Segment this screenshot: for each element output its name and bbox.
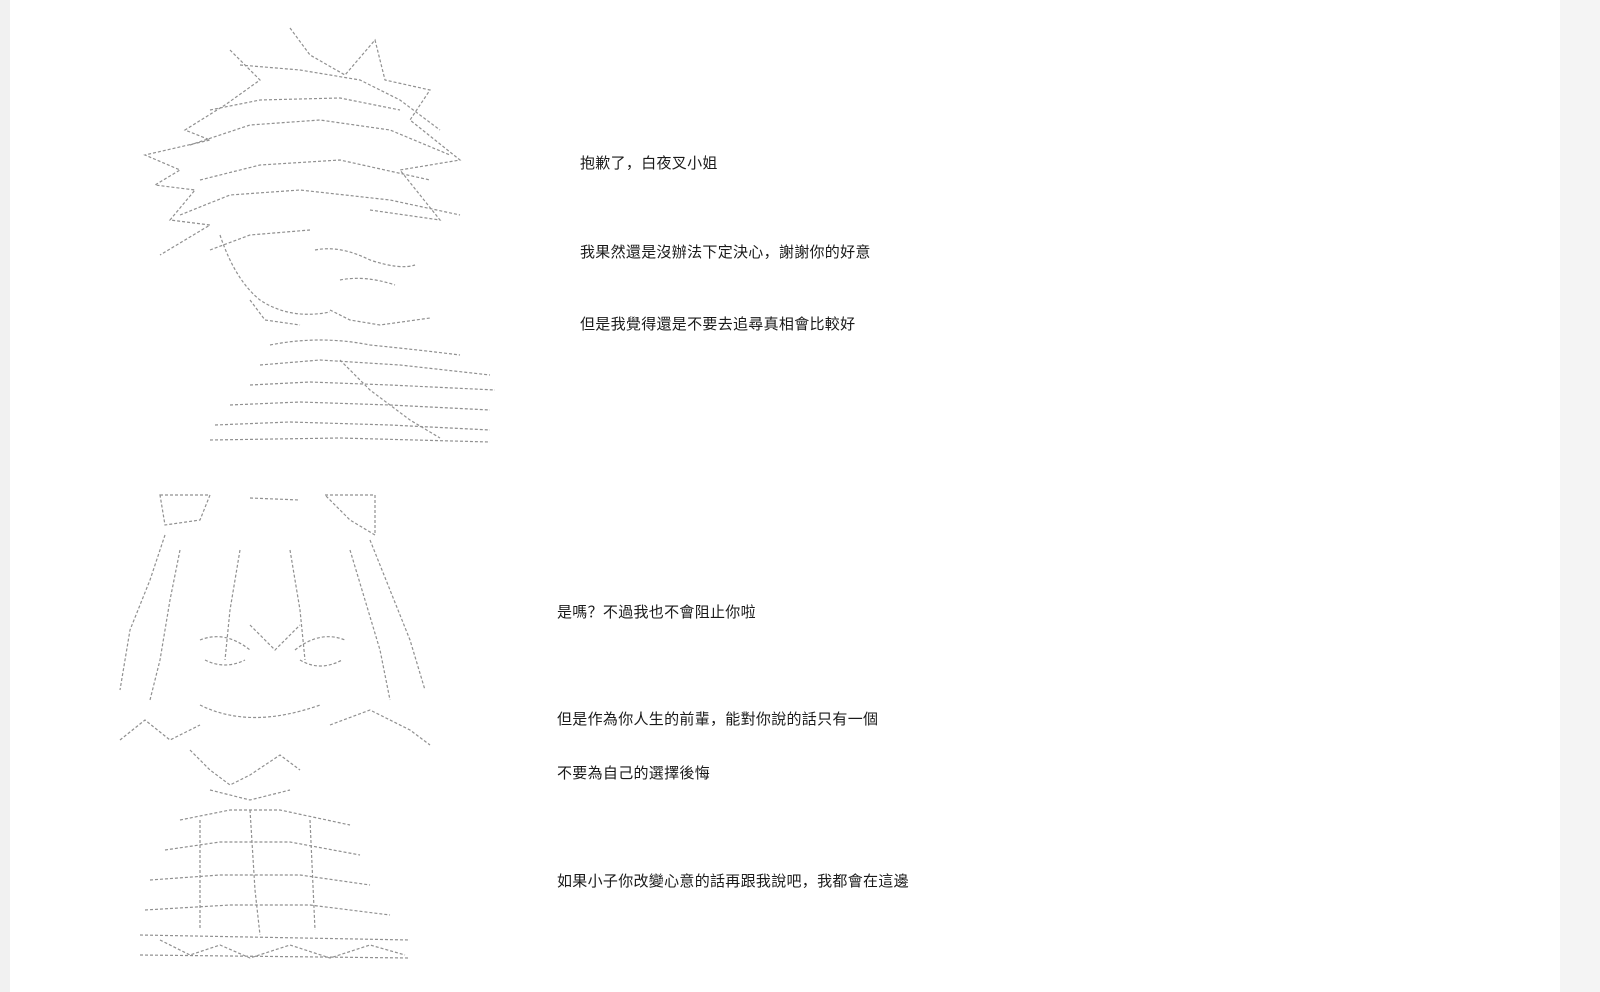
left-margin [0, 0, 10, 992]
dialogue-line-1: 抱歉了，白夜叉小姐 [580, 154, 718, 172]
character-art-1 [140, 20, 510, 445]
dialogue-line-5: 但是作為你人生的前輩，能對你說的話只有一個 [557, 710, 879, 728]
dialogue-line-6: 不要為自己的選擇後悔 [557, 764, 711, 782]
dialogue-line-3: 但是我覺得還是不要去追尋真相會比較好 [580, 315, 856, 333]
right-margin [1560, 0, 1600, 992]
dialogue-line-4: 是嗎？不過我也不會阻止你啦 [557, 603, 756, 621]
dialogue-line-7: 如果小子你改變心意的話再跟我說吧，我都會在這邊 [557, 872, 909, 890]
dialogue-line-2: 我果然還是沒辦法下定決心，謝謝你的好意 [580, 243, 871, 261]
character-art-2 [50, 490, 440, 960]
